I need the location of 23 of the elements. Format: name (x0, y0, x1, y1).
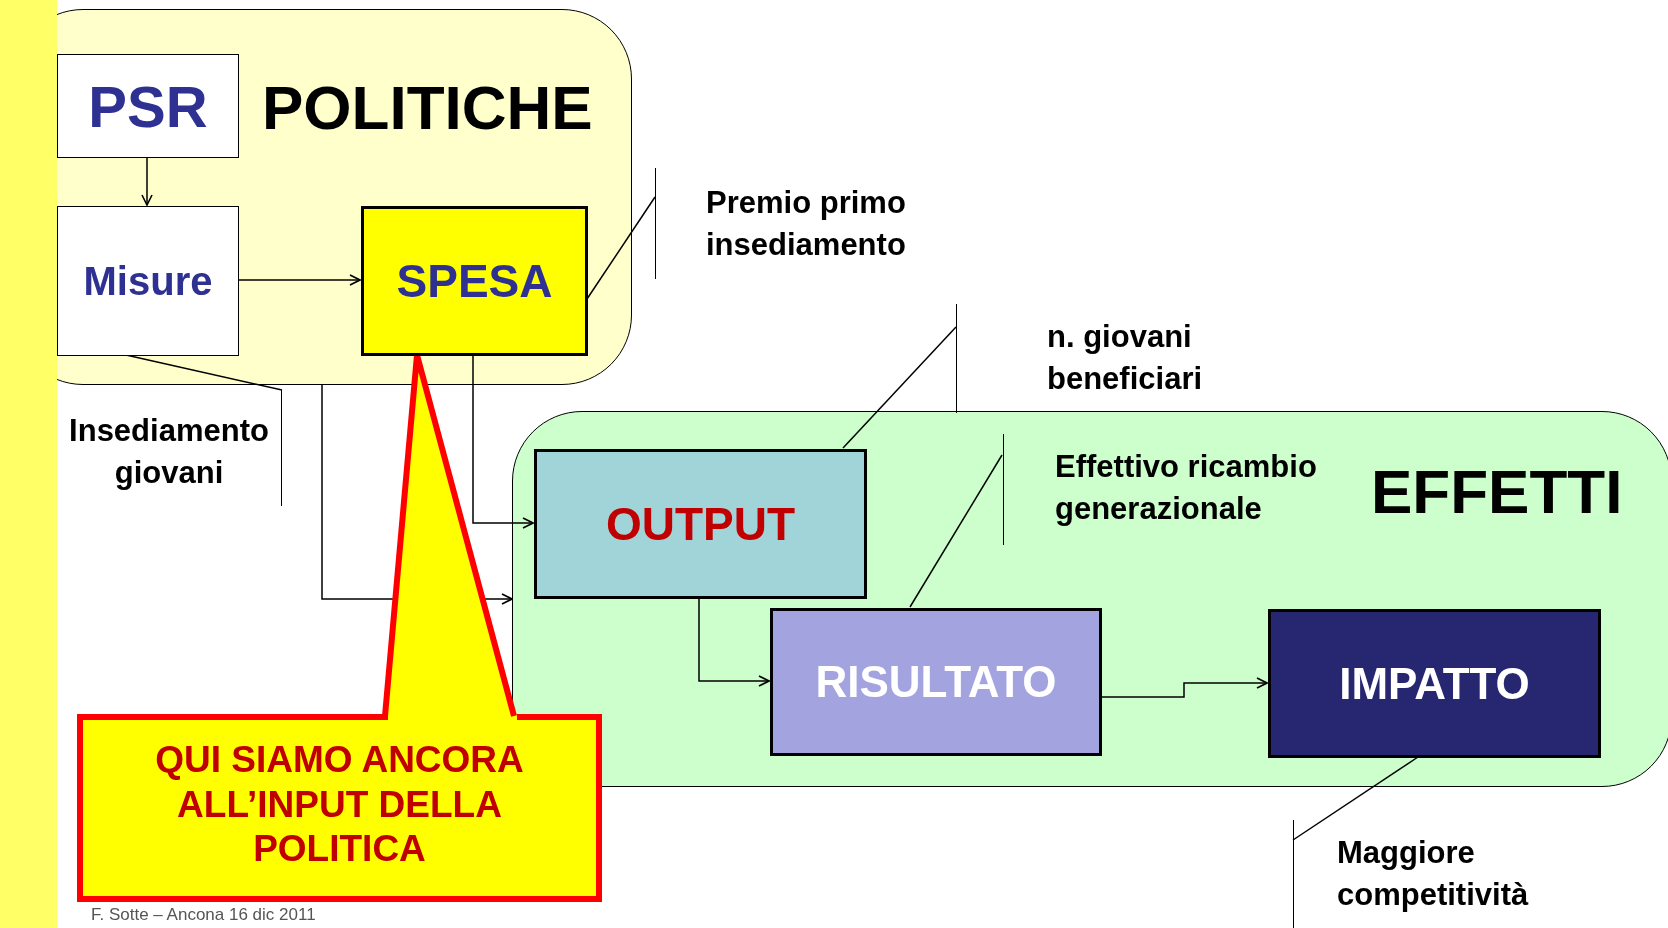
process-box: SPESA (361, 206, 588, 356)
process-box: RISULTATO (770, 608, 1102, 756)
arrow (698, 597, 770, 687)
annotation-text: n. giovani beneficiari (956, 304, 1256, 413)
process-box: Misure (57, 206, 239, 356)
process-box: OUTPUT (534, 449, 867, 599)
side-band (0, 0, 57, 928)
annotation-text: Maggiore competitività (1293, 820, 1623, 928)
callout-text: QUI SIAMO ANCORA ALL’INPUT DELLA POLITICA (154, 738, 525, 872)
process-box: PSR (57, 54, 239, 158)
group-heading: EFFETTI (1371, 456, 1623, 527)
arrow (141, 156, 153, 206)
process-box: IMPATTO (1268, 609, 1601, 758)
annotation-text: Premio primo insediamento (655, 168, 945, 279)
footer-note: F. Sotte – Ancona 16 dic 2011 (91, 905, 316, 925)
group-heading: POLITICHE (262, 72, 593, 143)
leader-line (1292, 756, 1419, 841)
leader-line (842, 326, 957, 449)
annotation-text: Effettivo ricambio generazionale (1003, 434, 1333, 545)
arrow (237, 274, 361, 286)
arrow (472, 354, 534, 529)
leader-line (909, 454, 1003, 608)
arrow (1100, 677, 1268, 698)
